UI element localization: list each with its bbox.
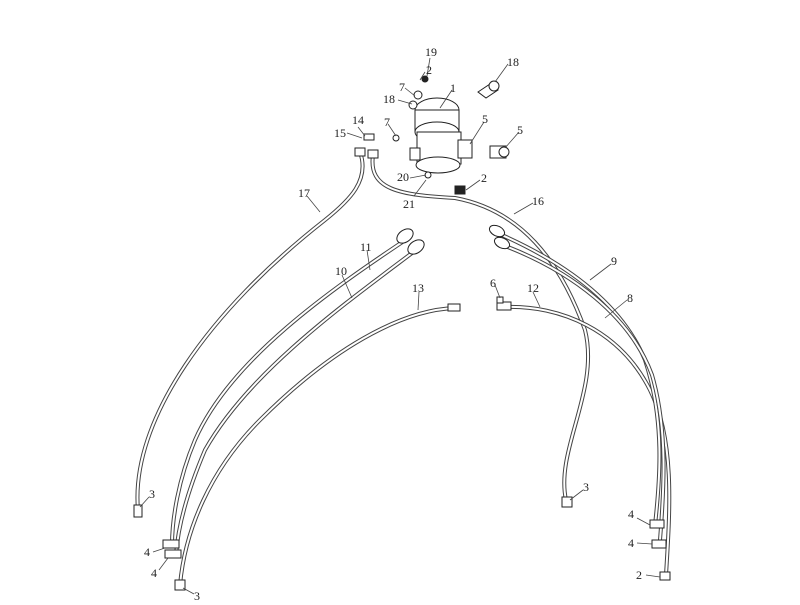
callout-labels: 19 2 18 7 1 18 14 7 15 5 5 20 21 2 17 16…	[144, 45, 642, 603]
callout-20: 20	[397, 170, 409, 184]
hose-12	[503, 304, 672, 577]
callout-8: 8	[627, 291, 633, 305]
callout-3: 3	[194, 589, 200, 600]
callout-4: 4	[151, 566, 157, 580]
callout-2: 2	[426, 63, 432, 77]
fitting-small-parts	[363, 75, 504, 304]
callout-18: 18	[383, 92, 395, 106]
callout-3: 3	[583, 480, 589, 494]
callout-9: 9	[611, 254, 617, 268]
callout-6: 6	[490, 276, 496, 290]
callout-4: 4	[628, 536, 634, 550]
callout-12: 12	[527, 281, 539, 295]
hose-16	[370, 153, 591, 502]
callout-13: 13	[412, 281, 424, 295]
hose-13	[178, 306, 457, 587]
callout-15: 15	[334, 126, 346, 140]
callout-14: 14	[352, 113, 364, 127]
leader-lines	[139, 57, 661, 595]
hose-11	[170, 235, 412, 547]
hose-10	[174, 245, 422, 557]
callout-18: 18	[507, 55, 519, 69]
callout-4: 4	[628, 507, 634, 521]
callout-5: 5	[482, 112, 488, 126]
callout-4: 4	[144, 545, 150, 559]
callout-2: 2	[636, 568, 642, 582]
callout-10: 10	[335, 264, 347, 278]
callout-3: 3	[149, 487, 155, 501]
callout-5: 5	[517, 123, 523, 137]
callout-17: 17	[298, 186, 310, 200]
callout-11: 11	[360, 240, 372, 254]
fitting-ends	[133, 147, 671, 591]
callout-16: 16	[532, 194, 544, 208]
callout-2: 2	[481, 171, 487, 185]
callout-7: 7	[384, 115, 390, 129]
callout-19: 19	[425, 45, 437, 59]
callout-21: 21	[403, 197, 415, 211]
hose-8	[498, 242, 666, 542]
hose-9	[493, 230, 662, 527]
fitting-18-elbow-top	[477, 80, 500, 99]
main-valve-unit	[409, 97, 473, 174]
callout-7: 7	[399, 80, 405, 94]
hose-17	[135, 150, 365, 512]
callout-1: 1	[450, 81, 456, 95]
fitting-5-elbow-right	[489, 145, 510, 159]
